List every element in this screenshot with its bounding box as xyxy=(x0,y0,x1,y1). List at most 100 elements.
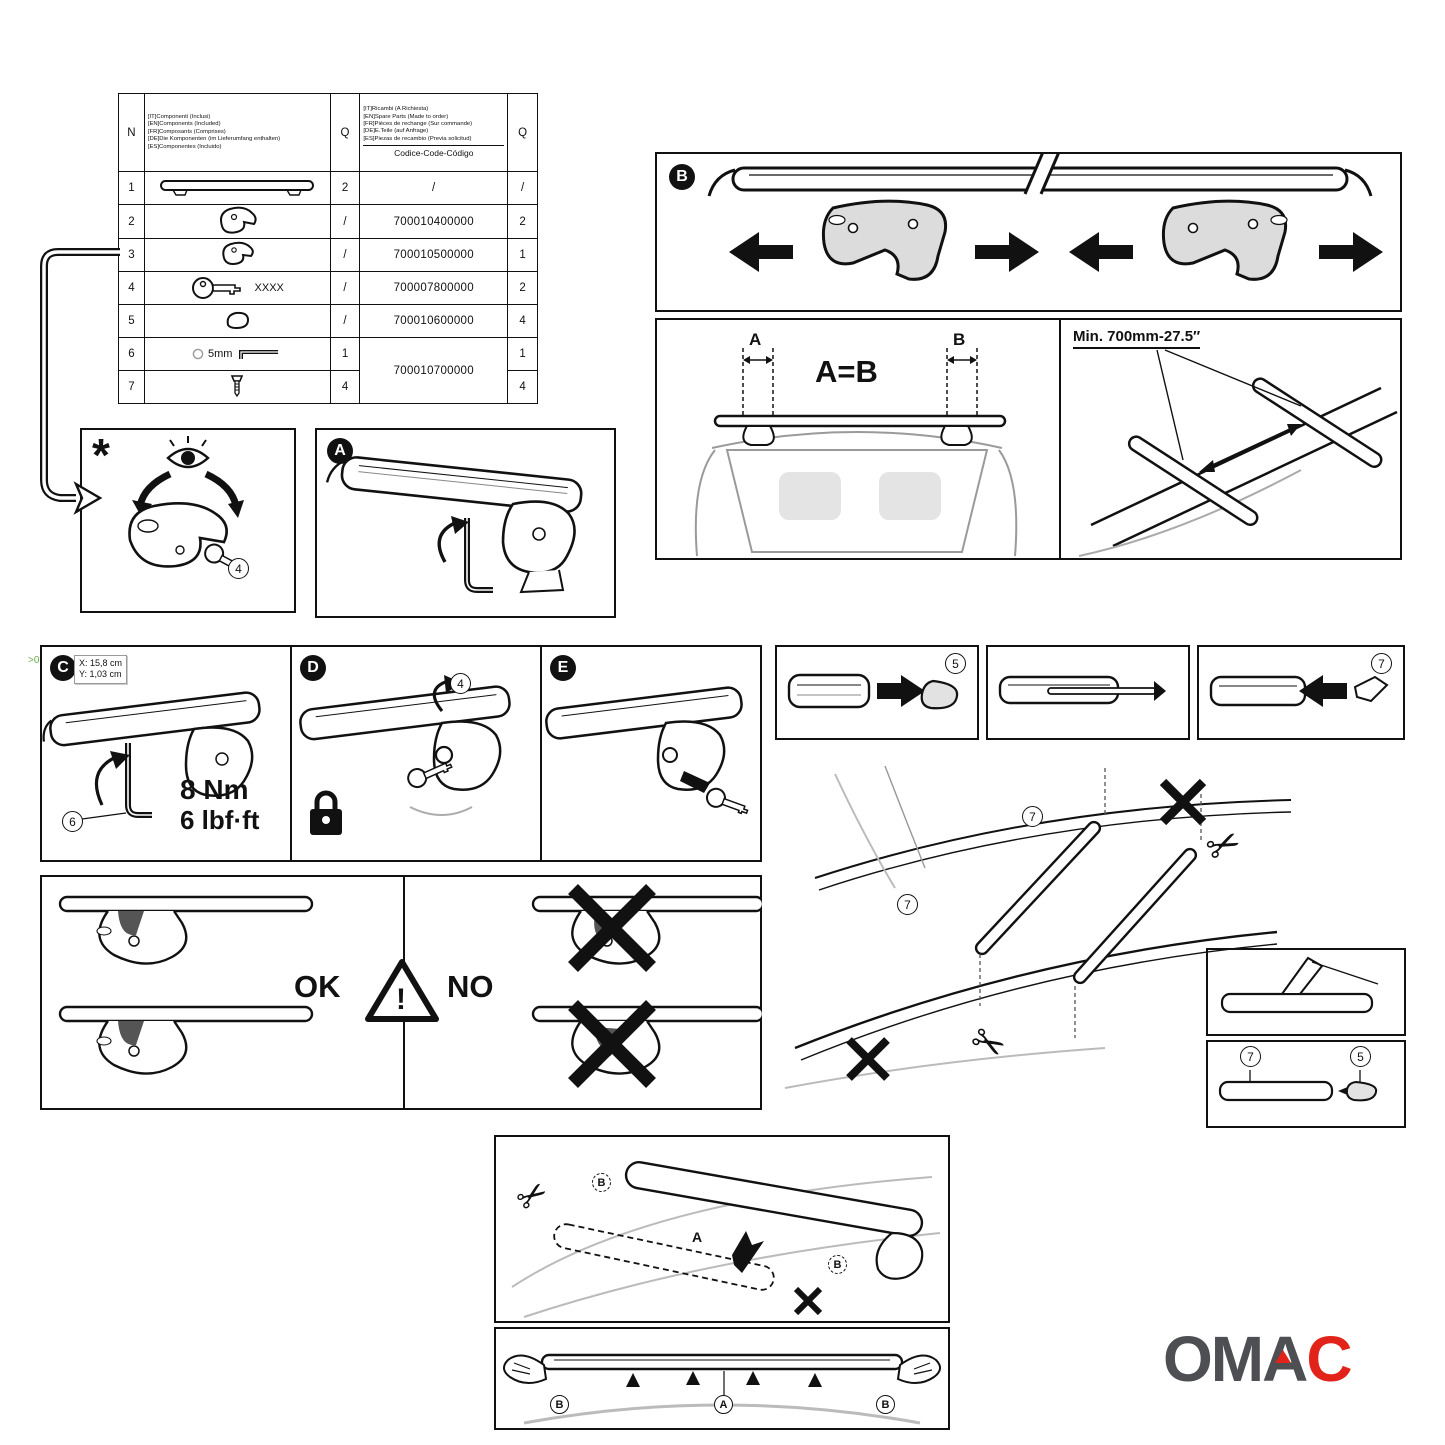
dim-b-label: B xyxy=(953,330,966,349)
correct-clamp-sketch xyxy=(58,895,314,1075)
part-ref-4: 4 xyxy=(228,558,249,579)
row-n: 1 xyxy=(118,171,145,205)
table-row: 2 / 700010400000 2 xyxy=(118,204,538,239)
row-n: 4 xyxy=(118,271,145,305)
col-header-q2: Q xyxy=(507,93,538,172)
col-header-spares: [IT]Ricambi (A Richiesta) [EN]Spare Part… xyxy=(359,93,509,172)
row-spare-q: / xyxy=(507,171,538,205)
row-q: 2 xyxy=(329,171,361,205)
row-n: 2 xyxy=(118,204,145,239)
coordinate-tooltip: X: 15,8 cm Y: 1,03 cm xyxy=(74,655,128,684)
end-cap-insert-illustration xyxy=(787,673,959,710)
torque-lbf: 6 lbf·ft xyxy=(180,805,260,835)
spares-line-en: [EN]Spare Parts (Made to order) xyxy=(363,113,449,120)
wrench-size-label: 5mm xyxy=(208,348,233,360)
key-in-lock-icon xyxy=(407,762,453,789)
components-line-es: [ES]Componentes (Incluido) xyxy=(147,143,222,150)
part-ref-5: 5 xyxy=(1350,1046,1371,1067)
incorrect-clamp-sketch xyxy=(531,884,762,1088)
end-cap-icon xyxy=(143,304,331,338)
cut-b-label-1: B xyxy=(592,1173,611,1192)
x-mark-icon xyxy=(568,1000,656,1088)
bar-with-allen-key-illustration xyxy=(325,456,583,594)
bar-cut-sketch xyxy=(511,1161,941,1318)
row-n: 5 xyxy=(118,304,145,338)
rail-trim-sketch xyxy=(784,765,1292,1089)
components-line-fr: [FR]Composants (Comprises) xyxy=(147,128,226,135)
a-equals-b-cell: A B A=B xyxy=(657,320,1059,558)
col-header-components: [IT]Componenti (Inclusi) [EN]Components … xyxy=(143,93,331,172)
lift-b-label-1: B xyxy=(550,1395,569,1414)
row-q: 4 xyxy=(329,370,361,404)
arrow-left-icon xyxy=(729,232,793,272)
spares-line-fr: [FR]Pièces de rechange (Sur commande) xyxy=(363,121,473,127)
step-c-label: C xyxy=(50,655,76,681)
cross-bar xyxy=(707,154,1373,197)
spacing-panel: A B A=B xyxy=(655,318,1402,560)
row-q: 1 xyxy=(329,337,361,371)
row-code: 700010600000 xyxy=(359,304,509,338)
row-code: 700007800000 xyxy=(359,271,509,305)
ok-no-panel: OK NO xyxy=(40,875,762,1110)
parts-table: N [IT]Componenti (Inclusi) [EN]Component… xyxy=(118,93,538,404)
arrow-right-icon xyxy=(975,232,1039,272)
part-ref-4: 4 xyxy=(450,673,471,694)
row-spare-q: 2 xyxy=(507,204,538,239)
clamp-illustration xyxy=(128,502,228,568)
eye-icon xyxy=(166,436,210,469)
clamp-illustration xyxy=(1161,199,1288,281)
steps-cde-panel: C X: 15,8 cm Y: 1,03 cm 6 8 Nm xyxy=(40,645,762,862)
table-row: 1 2 / / xyxy=(118,171,538,205)
table-row: 7 4 4 xyxy=(118,370,538,404)
cut-b-label-2: B xyxy=(828,1255,847,1274)
table-row: 4 XXXX / 700007800000 2 xyxy=(118,271,538,305)
row-q: / xyxy=(329,304,361,338)
row-spare-q: 4 xyxy=(507,370,538,404)
bolt-icon xyxy=(143,370,331,404)
row-q: / xyxy=(329,204,361,239)
break-mark xyxy=(1023,154,1060,195)
row-code: 700010500000 xyxy=(359,238,509,272)
logo-om: OM xyxy=(1163,1323,1264,1395)
row-spare-q: 1 xyxy=(507,337,538,371)
key-removal-illustration xyxy=(545,686,749,815)
part-ref-7: 7 xyxy=(1371,653,1392,674)
coord-x: X: 15,8 cm xyxy=(79,658,123,668)
clamp-illustration xyxy=(821,199,948,281)
rod-step-panel xyxy=(986,645,1190,740)
col-header-q: Q xyxy=(329,93,361,172)
col-header-n: N xyxy=(118,93,145,172)
code-header: Codice-Code-Código xyxy=(363,145,505,159)
step-c-cell: C X: 15,8 cm Y: 1,03 cm 6 8 Nm xyxy=(42,647,290,860)
wedge-step-panel: 7 xyxy=(1197,645,1405,740)
dim-a-label: A xyxy=(749,330,762,349)
lock-illustration xyxy=(299,675,511,835)
components-line-de: [DE]Die Komponenten (im Lieferumfang ent… xyxy=(147,136,281,143)
lift-a-label: A xyxy=(714,1395,733,1414)
step-a-label: A xyxy=(327,438,353,464)
row-code: / xyxy=(359,171,509,205)
spares-line-es: [ES]Piezas de recambio (Previa solicitud… xyxy=(363,135,472,142)
components-line-en: [EN]Components (Included) xyxy=(147,121,221,128)
spares-line-de: [DE]E.Teile (auf Anfrage) xyxy=(363,128,429,135)
table-row: 6 5mm 1 700010700000 1 xyxy=(118,337,538,404)
part-ref-7: 7 xyxy=(1240,1046,1261,1067)
part-ref-7: 7 xyxy=(897,894,918,915)
hand-icon xyxy=(896,1354,941,1384)
ok-cell: OK xyxy=(42,877,403,1108)
part-ref-6: 6 xyxy=(62,811,83,832)
ok-label: OK xyxy=(294,969,341,1004)
omac-logo: OM A C xyxy=(1163,1322,1353,1396)
hand-icon xyxy=(503,1354,548,1384)
turn-arrow xyxy=(437,520,458,563)
step-e-cell: E xyxy=(540,647,764,860)
components-line-it: [IT]Componenti (Inclusi) xyxy=(147,114,211,121)
row-spare-q: 4 xyxy=(507,304,538,338)
x-mark-icon xyxy=(1159,778,1207,826)
bar-cut-panel: ✂ B B A xyxy=(494,1135,950,1323)
arrow-left-icon xyxy=(1069,232,1133,272)
step-a-panel: A xyxy=(315,428,616,618)
allen-key-icon xyxy=(464,518,493,593)
no-label: NO xyxy=(447,969,494,1004)
x-mark-icon xyxy=(568,884,656,972)
